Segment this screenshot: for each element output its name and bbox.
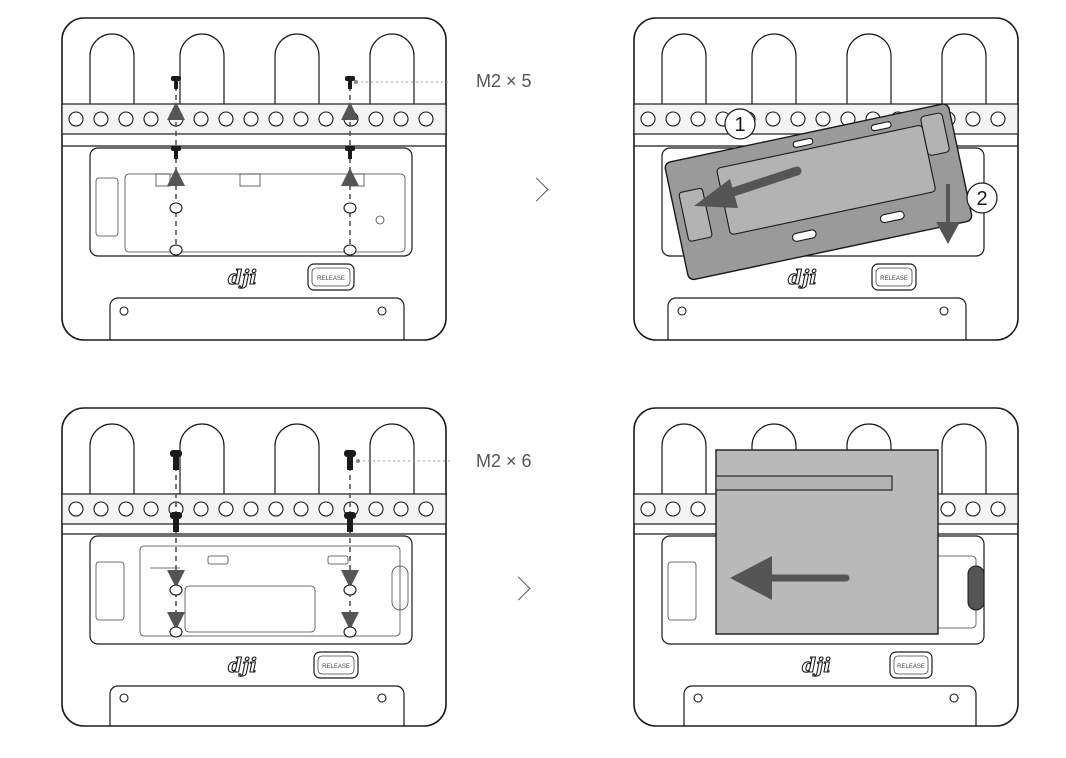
screw-spec-label-m2x5: M2 × 5 bbox=[476, 71, 532, 91]
svg-text:1: 1 bbox=[734, 114, 745, 136]
release-button: RELEASE bbox=[307, 263, 355, 291]
svg-text:RELEASE: RELEASE bbox=[317, 276, 345, 282]
push-down-arrow-icon bbox=[936, 184, 960, 244]
rail-hole bbox=[68, 111, 84, 127]
screw-path-left bbox=[167, 86, 185, 251]
rail-hole bbox=[665, 501, 681, 517]
screw-spec-label-m2x6: M2 × 6 bbox=[476, 451, 532, 471]
slide-left-arrow-icon bbox=[730, 556, 850, 600]
rail-hole bbox=[418, 111, 434, 127]
rail-hole bbox=[368, 501, 384, 517]
rail-hole bbox=[93, 501, 109, 517]
device-top-columns bbox=[661, 423, 987, 494]
dji-logo: dji bbox=[228, 265, 257, 289]
rail-hole bbox=[93, 111, 109, 127]
rail-hole bbox=[990, 111, 1006, 127]
slide-left-arrow-icon bbox=[694, 166, 802, 208]
rail-hole bbox=[118, 501, 134, 517]
screw-path-right bbox=[341, 86, 359, 251]
rail-hole bbox=[790, 111, 806, 127]
rail-hole bbox=[665, 111, 681, 127]
dji-logo: dji bbox=[788, 265, 817, 289]
device-rail bbox=[61, 103, 447, 135]
screw-hole-icon bbox=[169, 584, 357, 638]
mounting-plate bbox=[664, 103, 973, 281]
rail-hole bbox=[318, 501, 334, 517]
rail-hole bbox=[368, 111, 384, 127]
rail-hole bbox=[965, 111, 981, 127]
rail-hole bbox=[640, 501, 656, 517]
rail-hole bbox=[268, 111, 284, 127]
rail-hole bbox=[690, 501, 706, 517]
rail-hole bbox=[690, 111, 706, 127]
rail-hole bbox=[243, 111, 259, 127]
device-top-columns bbox=[89, 33, 415, 104]
rail-hole bbox=[990, 501, 1006, 517]
dji-logo: dji bbox=[228, 653, 257, 677]
svg-text:RELEASE: RELEASE bbox=[322, 664, 350, 670]
release-button: RELEASE bbox=[871, 263, 917, 291]
chevron-right-icon bbox=[524, 177, 549, 202]
screw-path-right bbox=[341, 466, 359, 634]
screw-hole-icon bbox=[169, 202, 357, 256]
rail-hole bbox=[143, 501, 159, 517]
device-top-columns bbox=[89, 423, 415, 494]
panel-step-4: dji RELEASE bbox=[633, 407, 1019, 727]
dji-logo: dji bbox=[802, 653, 831, 677]
rail-hole bbox=[193, 501, 209, 517]
release-button: RELEASE bbox=[313, 651, 359, 679]
rail-hole bbox=[68, 501, 84, 517]
panel-step-2: 1 2 dji RELEASE bbox=[633, 17, 1019, 341]
rail-hole bbox=[318, 111, 334, 127]
battery-cover bbox=[715, 449, 939, 635]
step-marker-2: 2 bbox=[966, 182, 998, 214]
rail-hole bbox=[293, 501, 309, 517]
panel-step-3: dji RELEASE bbox=[61, 407, 450, 727]
rail-hole bbox=[393, 111, 409, 127]
step-marker-1: 1 bbox=[724, 108, 756, 140]
rail-hole bbox=[965, 501, 981, 517]
device-top-columns bbox=[661, 33, 987, 104]
rail-hole bbox=[293, 111, 309, 127]
rail-hole bbox=[418, 501, 434, 517]
rail-hole bbox=[640, 111, 656, 127]
chevron-right-icon bbox=[506, 576, 531, 601]
svg-text:RELEASE: RELEASE bbox=[880, 276, 908, 282]
panel-step-1: dji RELEASE bbox=[61, 17, 450, 341]
screw-icon bbox=[171, 76, 355, 159]
rail-hole bbox=[393, 501, 409, 517]
device-rail bbox=[61, 493, 447, 525]
release-button: RELEASE bbox=[889, 651, 933, 679]
rail-hole bbox=[815, 111, 831, 127]
rail-hole bbox=[193, 111, 209, 127]
rail-hole bbox=[243, 501, 259, 517]
rail-hole bbox=[765, 111, 781, 127]
rail-hole bbox=[143, 111, 159, 127]
rail-hole bbox=[268, 501, 284, 517]
rail-hole bbox=[118, 111, 134, 127]
screw-path-left bbox=[167, 466, 185, 634]
rail-hole bbox=[940, 501, 956, 517]
svg-text:2: 2 bbox=[976, 188, 987, 210]
rail-hole bbox=[218, 501, 234, 517]
screw-icon bbox=[170, 450, 356, 532]
rail-hole bbox=[218, 111, 234, 127]
svg-text:RELEASE: RELEASE bbox=[897, 664, 925, 670]
battery-bay bbox=[89, 147, 413, 257]
